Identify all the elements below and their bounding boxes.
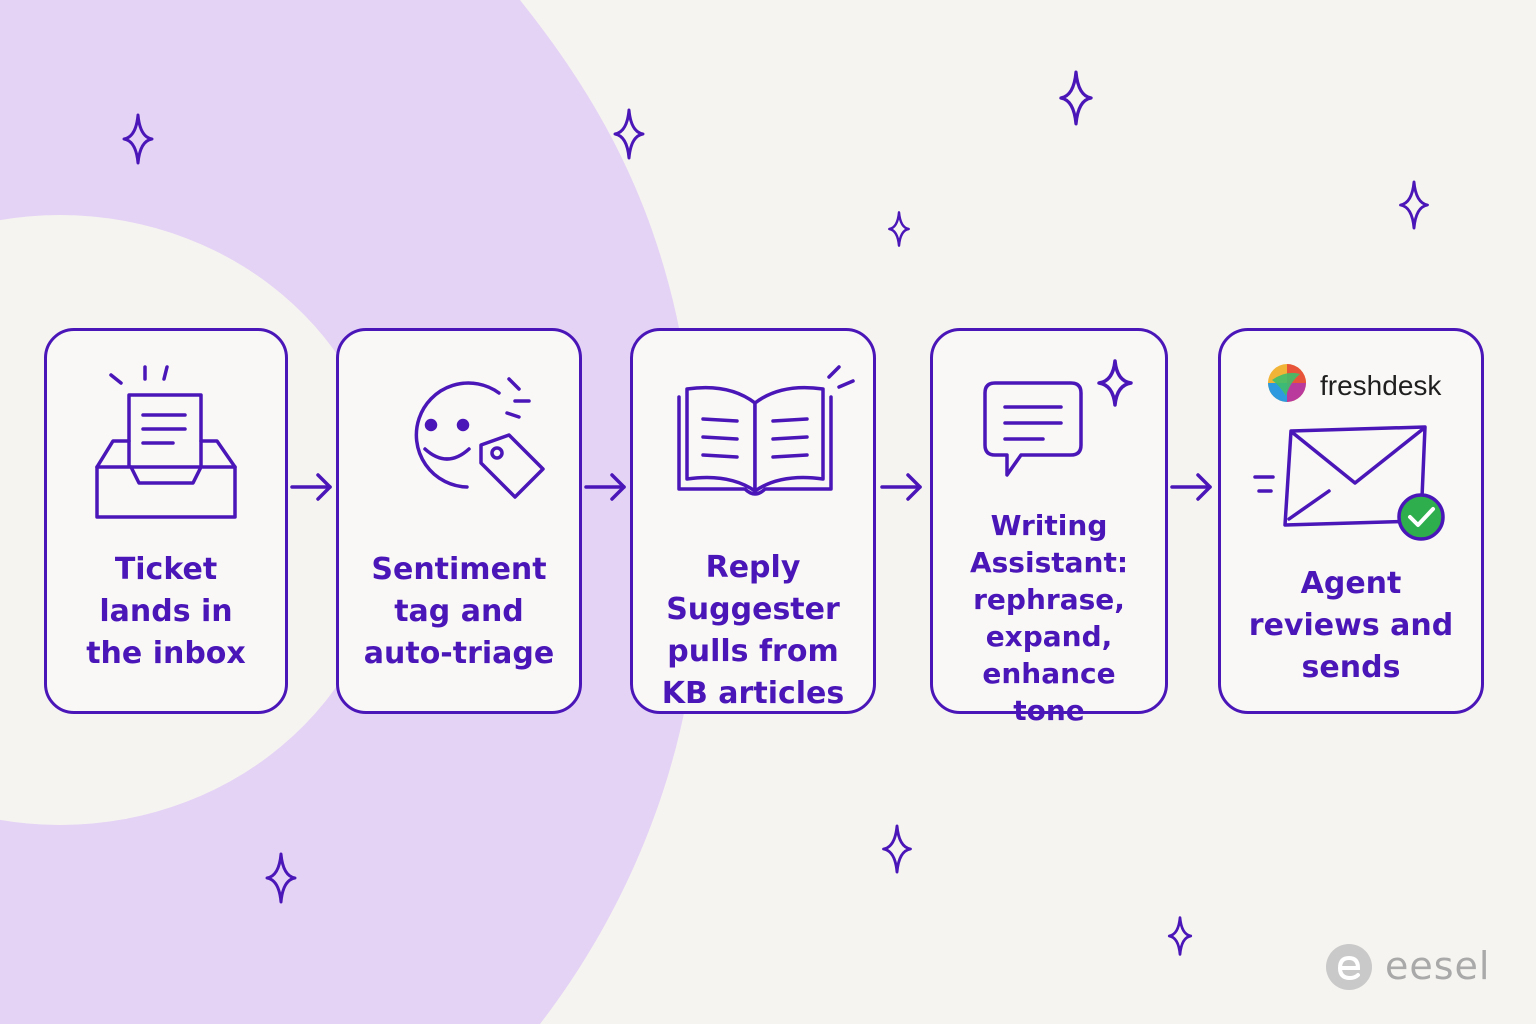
chat-bubble-icon (983, 359, 1133, 477)
arrow-right-icon (880, 473, 922, 501)
arrow-right-icon (1170, 473, 1212, 501)
step-label: Reply Suggester pulls from KB articles (661, 550, 845, 711)
sparkle-icon (122, 113, 154, 165)
sparkle-icon (265, 852, 297, 904)
arrow-right-icon (584, 473, 626, 501)
open-book-icon (677, 365, 855, 496)
sparkle-icon (1399, 180, 1429, 230)
step-label: Agent reviews and sends (1248, 566, 1454, 685)
inbox-tray-icon (95, 365, 237, 519)
step-card-writing-assistant: Writing Assistant: rephrase, expand, enh… (930, 328, 1168, 727)
sparkle-icon (613, 108, 645, 160)
step-card-reply-suggester: Reply Suggester pulls from KB articles (630, 328, 876, 714)
step-card-sentiment: Sentiment tag and auto-triage (336, 328, 582, 714)
envelope-check-icon (1253, 425, 1445, 541)
sparkle-icon (882, 824, 912, 874)
step-label: Sentiment tag and auto-triage (363, 552, 555, 671)
arrow-right-icon (290, 473, 332, 501)
step-label: Ticket lands in the inbox (86, 552, 246, 671)
sparkle-icon (1167, 916, 1193, 956)
step-card-ticket: Ticket lands in the inbox (44, 328, 288, 714)
step-card-agent-sends: Agent reviews and sends (1218, 328, 1484, 714)
freshdesk-logo-icon (1268, 364, 1306, 402)
freshdesk-brand-text: freshdesk (1320, 370, 1442, 401)
eesel-logo-icon (1326, 944, 1372, 990)
eesel-brand-text: eesel (1385, 944, 1491, 988)
sparkle-icon (1059, 70, 1093, 126)
step-label: Writing Assistant: rephrase, expand, enh… (969, 509, 1129, 727)
sparkle-icon (888, 211, 910, 247)
smiley-tag-icon (414, 377, 545, 499)
